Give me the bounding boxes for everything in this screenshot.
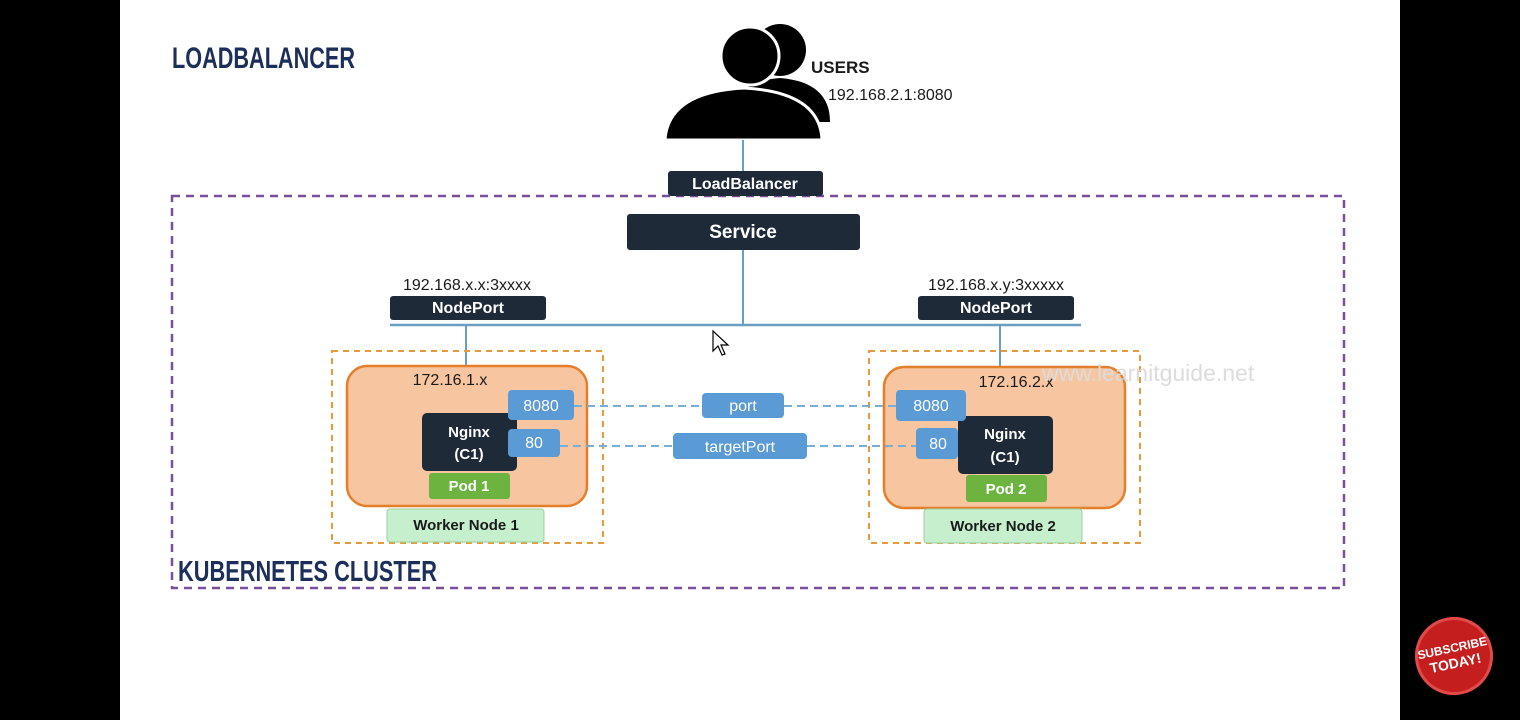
worker-node-1-box [386, 508, 545, 543]
users-label: USERS [811, 58, 870, 77]
kubernetes-loadbalancer-diagram: LOADBALANCER USERS 192.168.2.1:8080 Load… [170, 24, 1346, 590]
container-2-box [958, 416, 1053, 474]
container-1-name: Nginx [448, 424, 490, 441]
pod-2-port: 8080 [913, 398, 949, 415]
pod-1-target-port: 80 [525, 435, 543, 452]
diagram-title: LOADBALANCER [172, 42, 355, 75]
users-address: 192.168.2.1:8080 [828, 87, 953, 104]
nodeport-2-address: 192.168.x.y:3xxxxx [928, 277, 1064, 294]
pod-1-port: 8080 [523, 398, 559, 415]
container-1-id: (C1) [454, 446, 483, 463]
port-label-box [702, 393, 784, 418]
nodeport-2-box [918, 296, 1074, 320]
nodeport-1-box [390, 296, 546, 320]
service-box [627, 214, 860, 250]
subscribe-badge[interactable]: SUBSCRIBE TODAY! [1407, 609, 1501, 703]
container-2-id: (C1) [990, 449, 1019, 466]
pod-1-target-port-box [508, 429, 560, 457]
worker-node-2-network: 172.16.2.x [979, 374, 1054, 391]
worker-node-1-label: Worker Node 1 [413, 517, 519, 534]
mouse-cursor-icon [712, 329, 730, 356]
pod-2-label: Pod 2 [986, 481, 1027, 498]
nodeport-1-label: NodePort [432, 300, 505, 317]
worker-node-2-box [923, 508, 1083, 544]
pod-1-box [429, 473, 510, 499]
pod-2-target-port: 80 [929, 436, 947, 453]
nodeport-1-address: 192.168.x.x:3xxxx [403, 277, 531, 294]
kubernetes-cluster-label: KUBERNETES CLUSTER [178, 556, 437, 588]
worker-node-2-label: Worker Node 2 [950, 518, 1056, 535]
pod-1-label: Pod 1 [449, 478, 490, 495]
slide: LOADBALANCER USERS 192.168.2.1:8080 Load… [120, 0, 1501, 720]
pod-2-target-port-box [916, 428, 958, 459]
users-icon [663, 24, 830, 142]
nodeport-2-label: NodePort [960, 300, 1033, 317]
kubernetes-cluster-border [170, 194, 1346, 590]
target-port-label: targetPort [705, 439, 776, 456]
pod-1-port-box [508, 390, 574, 420]
worker-node-1-network: 172.16.1.x [413, 372, 488, 389]
watermark: www.learnitguide.net [1041, 360, 1255, 386]
pod-2-port-box [896, 390, 966, 421]
container-1-box [422, 413, 517, 471]
container-2-name: Nginx [984, 426, 1026, 443]
port-label: port [729, 398, 757, 415]
loadbalancer-box [668, 171, 823, 196]
service-label: Service [709, 222, 777, 243]
loadbalancer-label: LoadBalancer [692, 176, 798, 193]
target-port-label-box [673, 433, 807, 459]
pod-2-box [966, 475, 1047, 502]
